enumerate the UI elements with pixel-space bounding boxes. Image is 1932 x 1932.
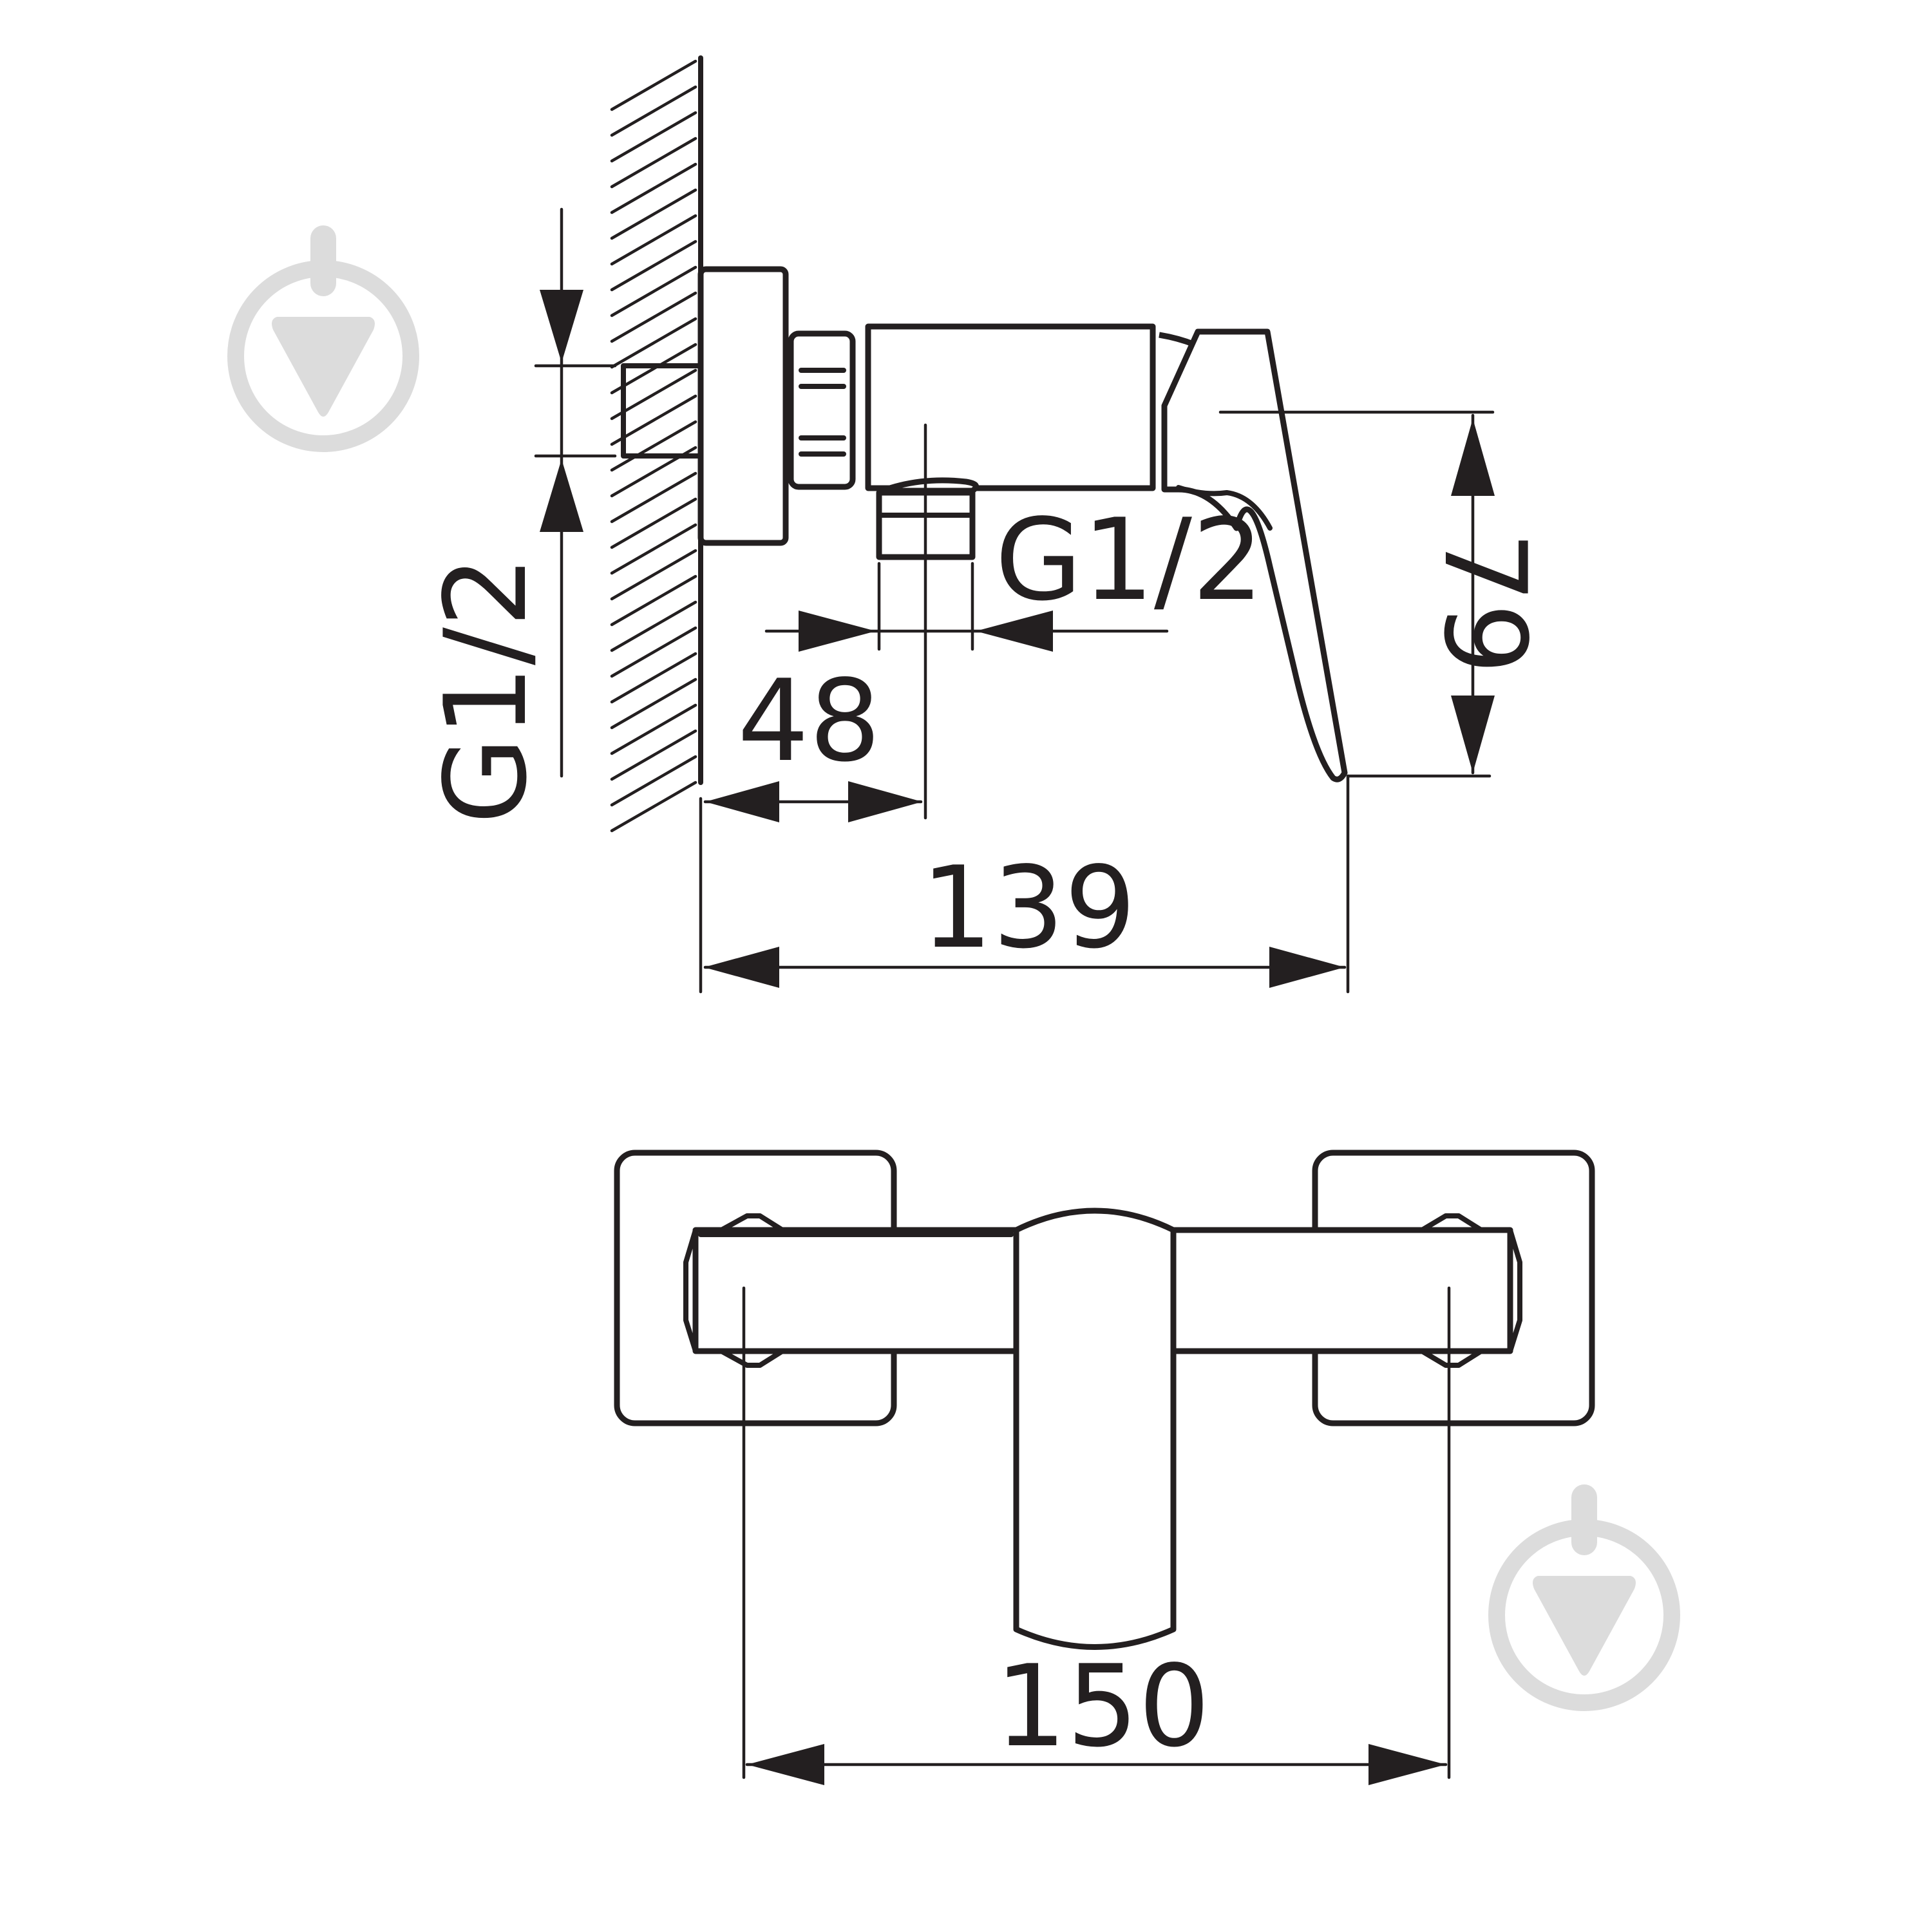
hatch-line: [610, 188, 697, 240]
hatch-line: [610, 549, 697, 601]
side-view: [610, 55, 1348, 833]
hatch-line: [610, 652, 697, 704]
hatch-line: [610, 781, 697, 833]
dim-arrow: [540, 459, 583, 532]
central-lever: [1013, 1208, 1177, 1650]
hatch-line: [610, 162, 697, 214]
dim-arrow: [747, 1744, 824, 1785]
hatch-line: [610, 523, 697, 575]
hatch-line: [610, 626, 697, 678]
hatch-line: [610, 600, 697, 652]
dim-inlet-thread: G1/2: [421, 556, 552, 824]
hatch-line: [610, 265, 697, 317]
dim-inlet-spacing: 150: [995, 1642, 1210, 1772]
dim-arrow: [704, 947, 779, 988]
dim-spout-height: 79: [1419, 531, 1549, 675]
hatch-line: [610, 214, 697, 266]
hatch-line: [610, 574, 697, 627]
dim-arrow: [1269, 947, 1345, 988]
hatch-line: [610, 240, 697, 292]
dim-arrow: [848, 781, 922, 822]
hatch-line: [610, 703, 697, 755]
dim-arrow: [1451, 419, 1495, 496]
dimensions: G1/2 G1/2 48 139 79 150: [421, 207, 1549, 1785]
hatch-line: [610, 59, 697, 111]
drop-arrow-logo-icon: [1488, 1484, 1680, 1711]
hatch-line: [610, 677, 697, 730]
hatch-line: [610, 471, 697, 524]
hatch-line: [610, 317, 697, 369]
handle-cap: [1159, 332, 1196, 348]
hatch-line: [610, 729, 697, 781]
hatch-line: [610, 85, 697, 137]
drop-arrow-logo-icon: [227, 225, 419, 452]
dim-outlet-thread: G1/2: [995, 495, 1264, 626]
front-view: [614, 1150, 1595, 1650]
escutcheon-plate: [697, 266, 789, 546]
dim-arrow: [1368, 1744, 1446, 1785]
hatch-line: [610, 497, 697, 549]
dim-arrow: [540, 290, 583, 363]
dim-arrow: [799, 611, 876, 652]
dim-arrow: [976, 611, 1053, 652]
hatch-line: [610, 111, 697, 163]
mixer-body: [865, 323, 1156, 491]
wall-hatching: [610, 59, 697, 833]
dim-overall-depth: 139: [921, 843, 1136, 974]
hatch-line: [610, 420, 697, 472]
dim-arrow: [705, 781, 779, 822]
hatch-line: [610, 137, 697, 189]
dim-arrow: [1451, 696, 1495, 773]
inlet-pipe: [621, 363, 703, 459]
connector-nut: [788, 330, 856, 490]
hatch-line: [610, 755, 697, 807]
dim-outlet-offset: 48: [737, 656, 881, 787]
lever-handle: [1161, 328, 1348, 782]
hatch-line: [610, 291, 697, 343]
